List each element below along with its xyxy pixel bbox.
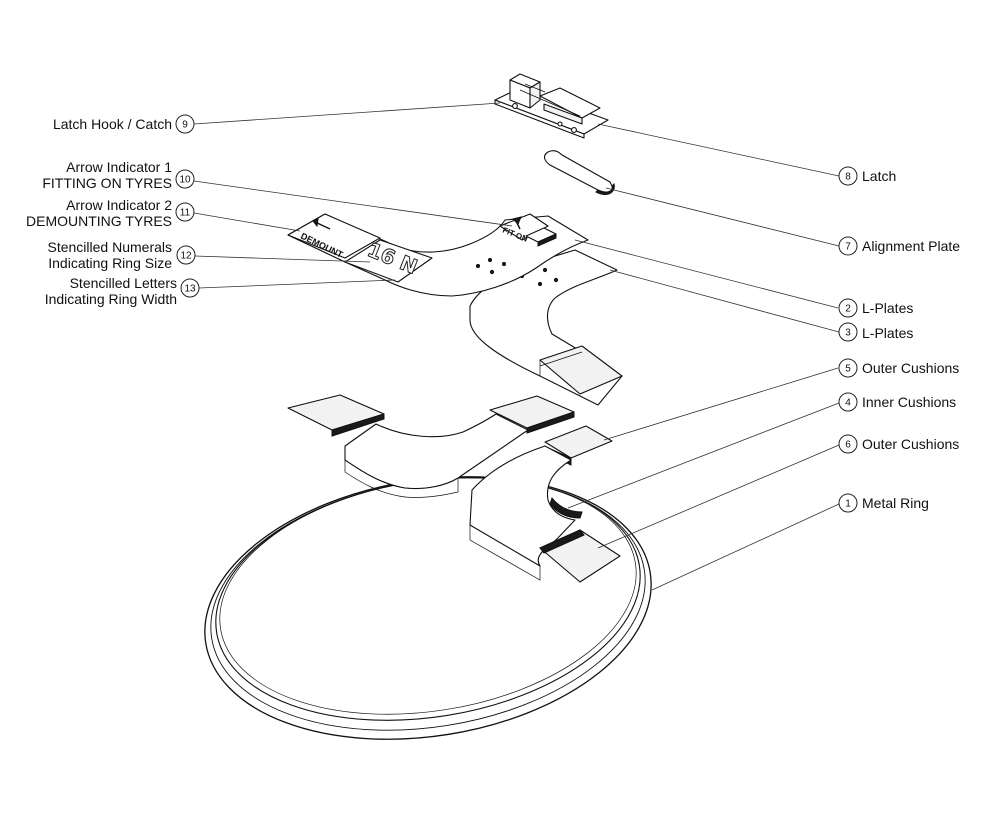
callout-number: 3 (845, 328, 851, 339)
callout-number: 1 (845, 499, 851, 510)
callout-number: 6 (845, 440, 851, 451)
callout-outer-cushions-6: 6 Outer Cushions (838, 434, 959, 454)
callout-metal-ring: 1 Metal Ring (838, 493, 929, 513)
callout-alignment-plate: 7 Alignment Plate (838, 236, 960, 256)
callout-number: 4 (845, 398, 851, 409)
callout-number: 11 (180, 208, 191, 219)
callout-label: Alignment Plate (862, 238, 960, 254)
latch-assembly (494, 73, 609, 139)
callout-number: 5 (845, 364, 851, 375)
callout-label: L-Plates (862, 300, 913, 316)
callout-label-line2: FITTING ON TYRES (42, 175, 172, 191)
callout-latch-hook-catch: 9 Latch Hook / Catch (53, 114, 195, 134)
callout-number: 12 (180, 251, 192, 262)
callout-l-plates-2: 2 L-Plates (838, 298, 913, 318)
callout-label-line2: DEMOUNTING TYRES (26, 213, 172, 229)
callout-stencilled-letters: 13 Stencilled Letters Indicating Ring Wi… (45, 275, 200, 307)
callout-label-line1: Arrow Indicator 1 (66, 159, 172, 175)
callout-label: Latch Hook / Catch (53, 116, 172, 132)
callout-label: Latch (862, 168, 896, 184)
callout-label: Metal Ring (862, 495, 929, 511)
l-plates (469, 249, 623, 406)
callout-label-line2: Indicating Ring Size (48, 255, 172, 271)
callout-number: 2 (845, 304, 851, 315)
callout-label: L-Plates (862, 325, 913, 341)
callout-number: 13 (184, 284, 196, 295)
alignment-plate (543, 150, 615, 195)
callout-arrow-indicator-2: 11 Arrow Indicator 2 DEMOUNTING TYRES (26, 197, 195, 229)
callout-label-line1: Stencilled Letters (70, 275, 177, 291)
metal-ring (204, 476, 652, 740)
callout-label: Inner Cushions (862, 394, 956, 410)
callout-label-line2: Indicating Ring Width (45, 291, 177, 307)
callout-number: 10 (179, 175, 191, 186)
callout-latch: 8 Latch (838, 166, 896, 186)
callout-stencilled-numerals: 12 Stencilled Numerals Indicating Ring S… (48, 239, 196, 271)
callout-label-line1: Stencilled Numerals (48, 239, 173, 255)
callout-label-line1: Arrow Indicator 2 (66, 197, 172, 213)
callout-outer-cushions-5: 5 Outer Cushions (838, 358, 959, 378)
callout-arrow-indicator-1: 10 Arrow Indicator 1 FITTING ON TYRES (42, 159, 195, 191)
callout-number: 7 (845, 242, 851, 253)
leader-lines (193, 102, 840, 591)
callout-label: Outer Cushions (862, 360, 959, 376)
callout-number: 9 (182, 120, 188, 131)
callout-inner-cushions: 4 Inner Cushions (838, 392, 956, 412)
cushion-assembly (287, 394, 621, 583)
callout-l-plates-3: 3 L-Plates (838, 322, 913, 342)
callout-label: Outer Cushions (862, 436, 959, 452)
callout-number: 8 (845, 172, 851, 183)
